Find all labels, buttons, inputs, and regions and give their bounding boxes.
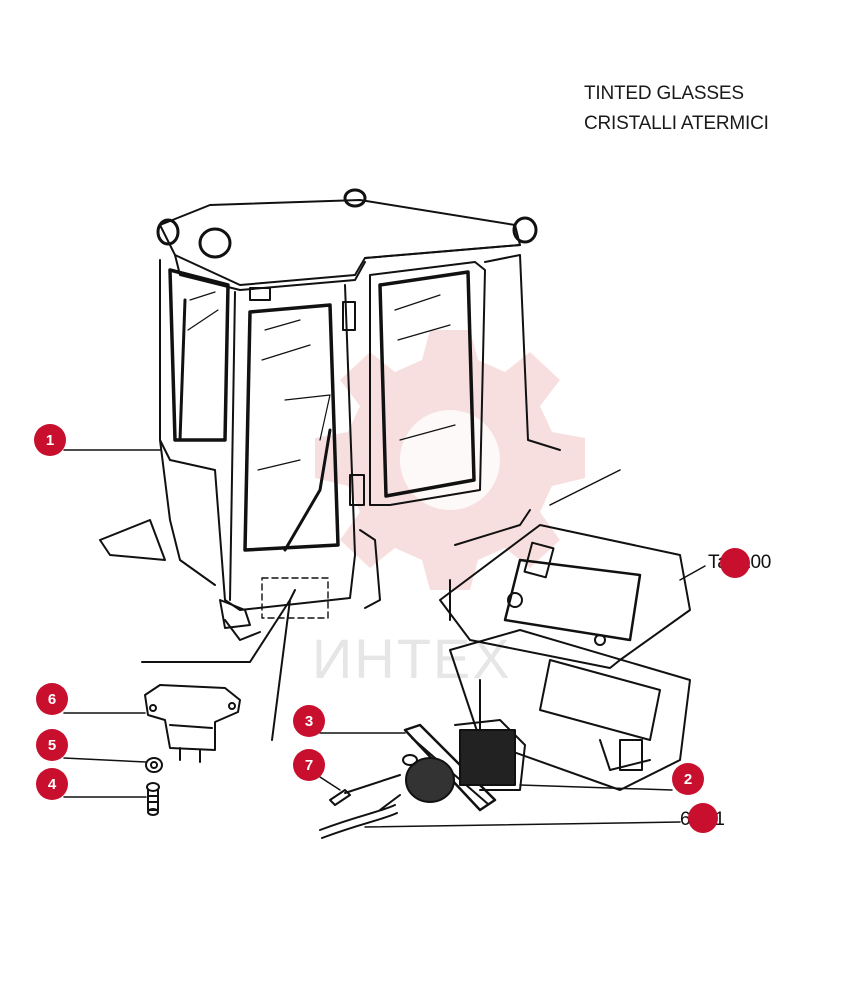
callout-3: 3 [293,705,325,737]
cab-body [99,254,561,629]
title-line-2: CRISTALLI ATERMICI [584,113,769,134]
console-panel [439,509,691,669]
wipers [178,298,332,552]
glass-reflections [187,291,456,471]
watermark-text: ИНТЕХ [312,627,512,690]
glass-panels [168,268,476,552]
ref-dot-page [688,803,718,833]
callout-7: 7 [293,749,325,781]
ref-dot-tav [720,548,750,578]
cab-roof [156,188,538,291]
socket-assembly [402,719,526,812]
callout-1: 1 [34,424,66,456]
callout-6: 6 [36,683,68,715]
cable [319,794,401,839]
callout-4: 4 [36,768,68,800]
callout-5: 5 [36,729,68,761]
screw-part [146,782,160,816]
title-line-1: TINTED GLASSES [584,83,744,104]
console-base [449,629,691,791]
relay-part [144,684,241,763]
leader-lines [63,449,681,828]
callout-2: 2 [672,763,704,795]
hinges [249,287,381,609]
